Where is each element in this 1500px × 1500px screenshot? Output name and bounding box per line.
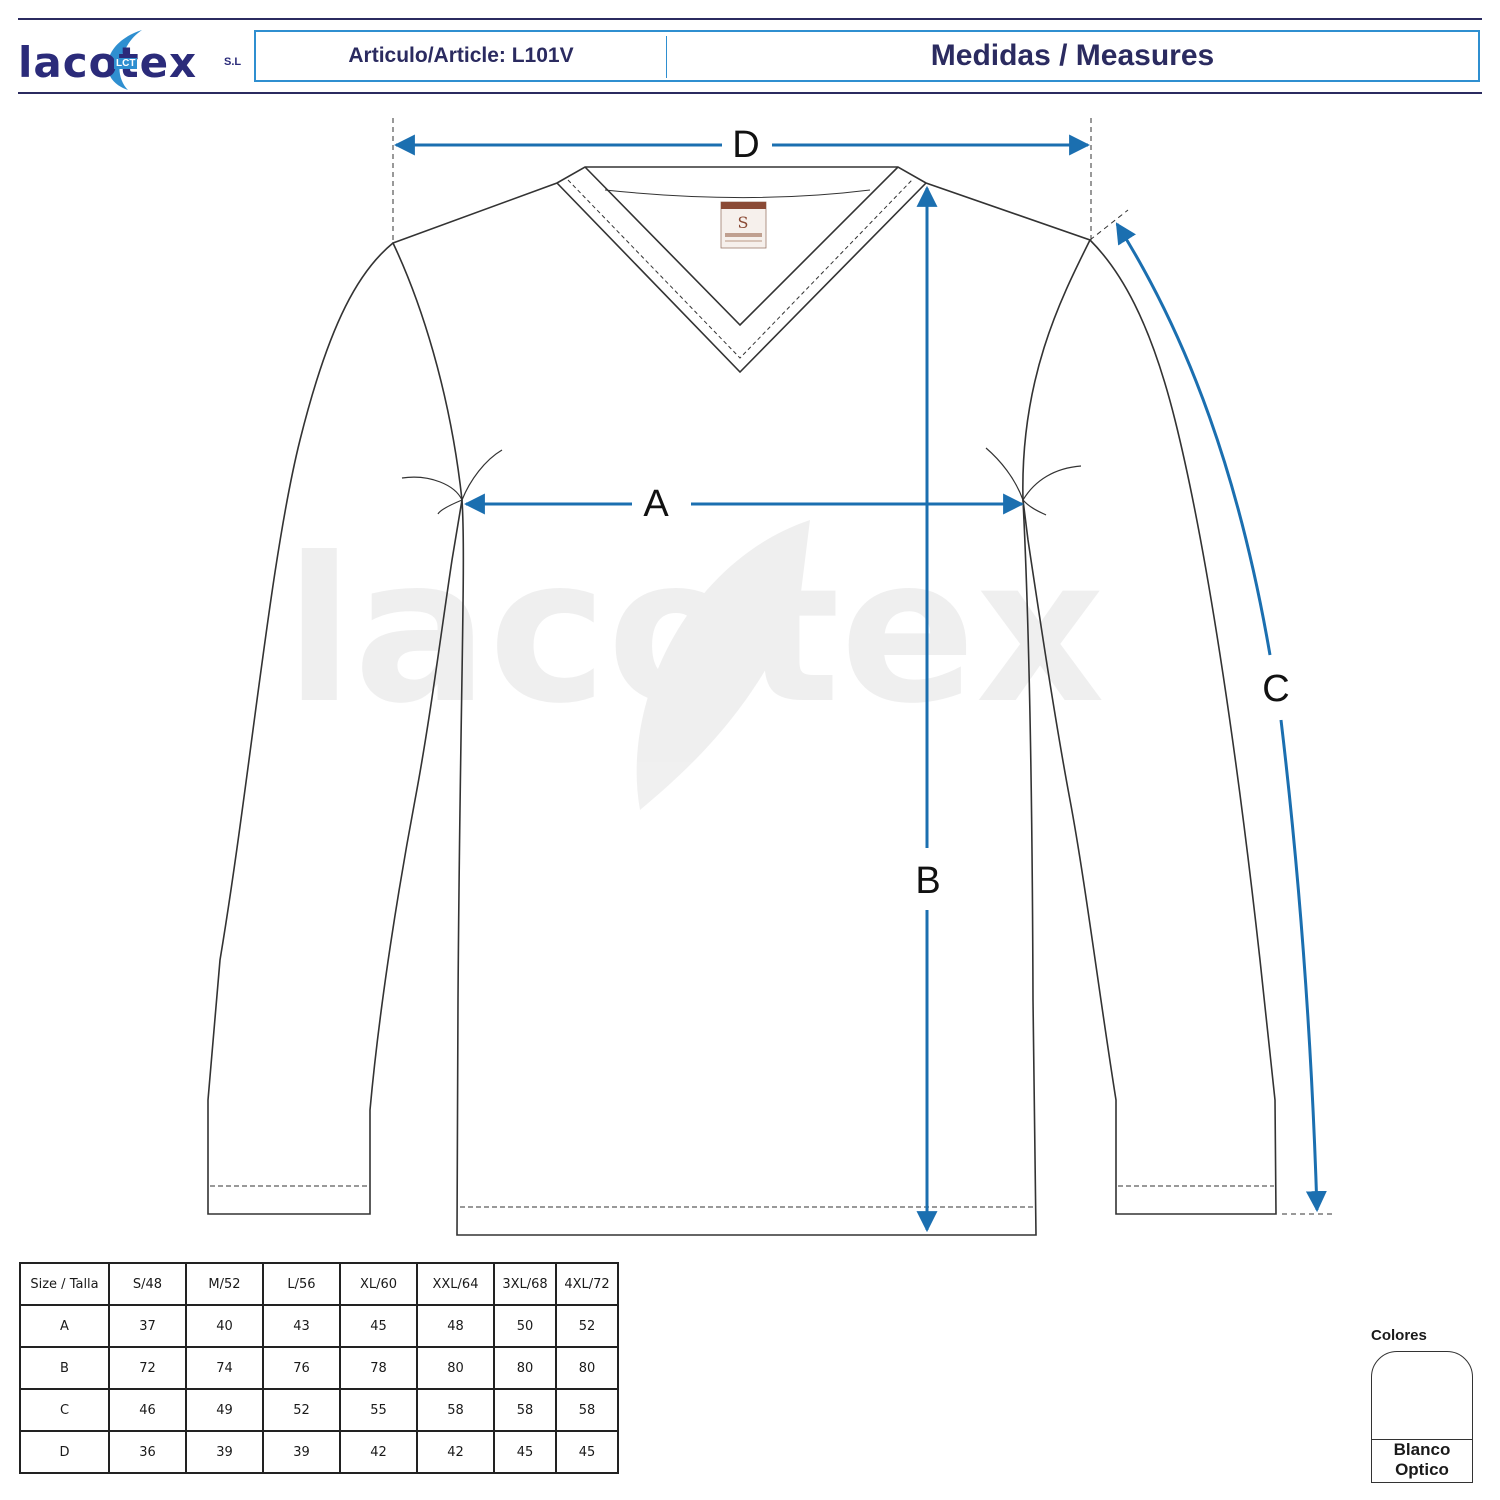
- back-neck: [604, 189, 871, 198]
- color-swatch-blanco-optico: Blanco Optico: [1371, 1351, 1473, 1483]
- table-cell: 80: [555, 1346, 619, 1390]
- table-cell: 58: [555, 1388, 619, 1432]
- table-cell: 58: [493, 1388, 557, 1432]
- left-sleeve: [207, 242, 463, 1215]
- row-label: A: [19, 1304, 110, 1348]
- table-cell: 74: [185, 1346, 264, 1390]
- table-cell: 43: [262, 1304, 341, 1348]
- table-row: D 36 39 39 42 42 45 45: [19, 1430, 619, 1474]
- size-header: 4XL/72: [555, 1262, 619, 1306]
- shirt-outline: [207, 166, 1277, 1236]
- table-cell: 52: [555, 1304, 619, 1348]
- label-b: B: [915, 860, 940, 902]
- svg-text:S: S: [738, 213, 749, 232]
- article-number: Articulo/Article: L101V: [348, 44, 574, 67]
- label-a: A: [643, 483, 669, 525]
- table-cell: 49: [185, 1388, 264, 1432]
- table-cell: 48: [416, 1304, 495, 1348]
- header-box: Articulo/Article: L101V Medidas / Measur…: [254, 30, 1480, 82]
- label-c: C: [1262, 668, 1289, 710]
- logo-badge: LCT: [114, 58, 138, 69]
- size-header: 3XL/68: [493, 1262, 557, 1306]
- size-header: M/52: [185, 1262, 264, 1306]
- size-header: XL/60: [339, 1262, 418, 1306]
- header-divider: [666, 36, 667, 78]
- table-cell: 58: [416, 1388, 495, 1432]
- table-cell: 42: [339, 1430, 418, 1474]
- table-cell: 55: [339, 1388, 418, 1432]
- table-cell: 46: [108, 1388, 187, 1432]
- label-d: D: [732, 124, 759, 166]
- table-cell: 72: [108, 1346, 187, 1390]
- page-title: Medidas / Measures: [930, 39, 1215, 72]
- v-neck-outer: [556, 182, 927, 374]
- table-cell: 37: [108, 1304, 187, 1348]
- size-header: XXL/64: [416, 1262, 495, 1306]
- header-bottom-rule: [18, 92, 1482, 94]
- size-header: S/48: [108, 1262, 187, 1306]
- table-cell: 45: [493, 1430, 557, 1474]
- table-cell: 45: [555, 1430, 619, 1474]
- table-row: C 46 49 52 55 58 58 58: [19, 1388, 619, 1432]
- table-cell: 36: [108, 1430, 187, 1474]
- table-row: A 37 40 43 45 48 50 52: [19, 1304, 619, 1348]
- table-cell: 76: [262, 1346, 341, 1390]
- table-row: B 72 74 76 78 80 80 80: [19, 1346, 619, 1390]
- table-cell: 42: [416, 1430, 495, 1474]
- table-cell: 39: [262, 1430, 341, 1474]
- row-label: B: [19, 1346, 110, 1390]
- neck-label-icon: S: [720, 201, 767, 249]
- dimension-arrows: [393, 134, 1327, 1233]
- colors-title: Colores: [1371, 1327, 1427, 1344]
- table-cell: 80: [416, 1346, 495, 1390]
- table-cell: 39: [185, 1430, 264, 1474]
- color-swatch-label: Blanco Optico: [1372, 1439, 1472, 1482]
- size-table-corner: Size / Talla: [19, 1262, 110, 1306]
- body-outline: [391, 166, 1092, 1236]
- color-name-line-2: Optico: [1395, 1460, 1449, 1479]
- right-sleeve: [1022, 239, 1277, 1215]
- dimension-guides: [392, 118, 1332, 1215]
- table-cell: 78: [339, 1346, 418, 1390]
- table-cell: 45: [339, 1304, 418, 1348]
- table-cell: 50: [493, 1304, 557, 1348]
- color-name-line-1: Blanco: [1393, 1440, 1451, 1459]
- arrow-c-up: [1115, 222, 1272, 656]
- watermark: lacotex LCT: [285, 515, 1105, 810]
- arrow-c-down: [1279, 719, 1327, 1213]
- company-logo: lacotex S.L LCT: [18, 24, 248, 90]
- logo-swoosh-icon: [107, 30, 142, 90]
- row-label: D: [19, 1430, 110, 1474]
- table-cell: 52: [262, 1388, 341, 1432]
- watermark-badge: LCT: [680, 636, 767, 685]
- table-cell: 80: [493, 1346, 557, 1390]
- logo-wordmark: lacotex: [18, 38, 198, 87]
- size-table-header: Size / Talla S/48 M/52 L/56 XL/60 XXL/64…: [19, 1262, 619, 1306]
- watermark-swoosh-icon: [636, 520, 810, 810]
- size-header: L/56: [262, 1262, 341, 1306]
- v-neck-stitch: [567, 179, 913, 359]
- v-neck-inner: [584, 166, 899, 327]
- size-table: Size / Talla S/48 M/52 L/56 XL/60 XXL/64…: [19, 1262, 619, 1474]
- watermark-text: lacotex: [285, 515, 1105, 748]
- row-label: C: [19, 1388, 110, 1432]
- garment-diagram: lacotex LCT S: [207, 118, 1332, 1236]
- logo-suffix: S.L: [224, 56, 242, 68]
- left-armpit-mark: [401, 449, 503, 515]
- top-rule: [18, 18, 1482, 20]
- table-cell: 40: [185, 1304, 264, 1348]
